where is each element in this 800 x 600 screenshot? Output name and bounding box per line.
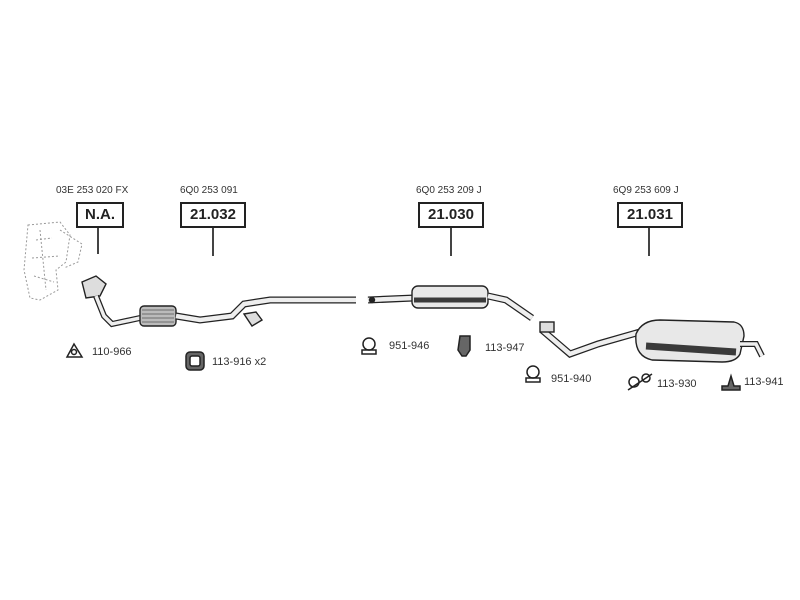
front-pipe	[81, 275, 356, 328]
pointer-line	[648, 228, 650, 256]
part-number-box[interactable]: 21.030	[418, 202, 484, 228]
oem-number: 6Q9 253 609 J	[613, 185, 679, 196]
pointer-line	[450, 228, 452, 256]
middle-silencer-pipe	[367, 285, 534, 321]
part-number-box[interactable]: 21.032	[180, 202, 246, 228]
bracket-icon	[721, 373, 741, 391]
accessory-code[interactable]: 113-916 x2	[212, 356, 267, 368]
hanger-ring-icon	[627, 373, 653, 391]
exhaust-manifold-sketch	[23, 221, 83, 301]
oem-number: 03E 253 020 FX	[56, 185, 129, 196]
flex-joint	[139, 305, 177, 327]
accessory-code[interactable]: 113-947	[485, 342, 525, 354]
clamp-icon	[525, 365, 541, 383]
clamp-icon	[361, 337, 377, 355]
accessory-code[interactable]: 113-930	[657, 378, 697, 390]
pointer-line	[212, 228, 214, 256]
part-number-box[interactable]: N.A.	[76, 202, 124, 228]
pointer-line	[97, 228, 99, 254]
rear-silencer	[635, 319, 745, 363]
part-number-box[interactable]: 21.031	[617, 202, 683, 228]
hanger-icon	[457, 335, 471, 357]
gasket-icon	[65, 342, 84, 358]
accessory-code[interactable]: 110-966	[92, 346, 132, 358]
accessory-code[interactable]: 951-946	[389, 340, 430, 352]
rubber-mount-icon	[185, 351, 205, 371]
center-silencer	[411, 285, 489, 309]
accessory-code[interactable]: 113-941	[744, 376, 784, 388]
rear-silencer-pipe	[539, 319, 765, 363]
accessory-code[interactable]: 951-940	[551, 373, 592, 385]
oem-number: 6Q0 253 091	[180, 185, 238, 196]
oem-number: 6Q0 253 209 J	[416, 185, 482, 196]
